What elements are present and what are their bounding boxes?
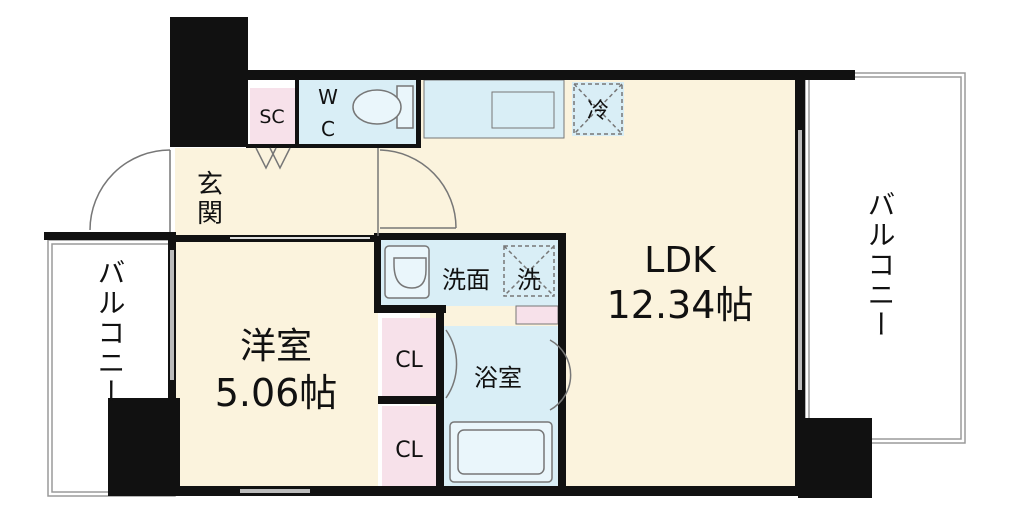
bathtub-inner [457, 429, 545, 475]
sc-label: SC [259, 106, 284, 128]
wall-bottom [170, 486, 805, 496]
sink [491, 91, 555, 129]
bathtub [449, 421, 553, 483]
entrance-door-arc [89, 149, 171, 231]
wall-wc-right [416, 80, 421, 148]
wall-left-balcony-top [44, 232, 176, 240]
washbasin-bowl [393, 257, 427, 289]
hallway-floor [375, 148, 425, 238]
entrance-floor [175, 148, 375, 238]
balcony-right-inner [808, 76, 962, 440]
fridge-outline [573, 83, 623, 135]
wall-wash-left [374, 233, 381, 308]
balcony-right-label: バルコニー [864, 190, 897, 340]
shoebox-door-2 [269, 147, 291, 170]
fridge-label: 冷 [587, 99, 609, 124]
wall-wc-bottom [296, 144, 420, 148]
entrance-label-1: 玄 [197, 170, 223, 200]
closet-2-label: CL [395, 438, 423, 463]
wall-block-bottom-right [798, 418, 872, 498]
fridge-diag-2 [573, 83, 623, 135]
closet-2-floor [382, 406, 436, 488]
wc-label-c: C [321, 117, 335, 141]
washer-space [503, 245, 555, 297]
washer-label: 洗 [517, 266, 541, 294]
washroom-step [515, 305, 559, 325]
washer-diag-2 [503, 245, 555, 297]
closet-1-floor [382, 318, 436, 396]
washbasin [384, 245, 430, 299]
fixtures [89, 83, 802, 493]
western-room-floor [175, 240, 378, 488]
sc-floor [250, 88, 296, 144]
floor-areas [175, 78, 798, 488]
entrance-label-2: 関 [197, 199, 223, 229]
wall-block-top-left [170, 17, 248, 147]
bath-door-arc [445, 329, 458, 399]
wall-wash-right [558, 233, 566, 496]
ldk-size-label: 12.34帖 [607, 283, 754, 327]
toilet-bowl [352, 89, 402, 125]
bathroom-label: 浴室 [474, 364, 522, 392]
wall-sc-bottom [246, 144, 298, 148]
western-room-label: 洋室 [240, 326, 312, 367]
wall-top [245, 70, 855, 80]
wall-wash-top [376, 233, 566, 240]
wall-wash-bottom-left [374, 305, 446, 313]
ldk-label: LDK [644, 240, 717, 281]
wall-closet-divider [378, 396, 444, 404]
bath-door-arc-2 [549, 339, 572, 411]
fridge-diag-1 [573, 83, 623, 135]
closet-1-label: CL [395, 348, 423, 373]
washroom-label: 洗面 [442, 266, 490, 294]
wall-wc-left [295, 80, 299, 146]
labels: SC W C 冷 玄 関 LDK 12.34帖 洗面 洗 浴室 CL CL 洋室… [94, 85, 897, 463]
balcony-left-label: バルコニー [94, 258, 127, 408]
wc-label-w: W [318, 85, 338, 109]
hall-door-arc [379, 149, 457, 229]
western-size-label: 5.06帖 [215, 371, 338, 415]
